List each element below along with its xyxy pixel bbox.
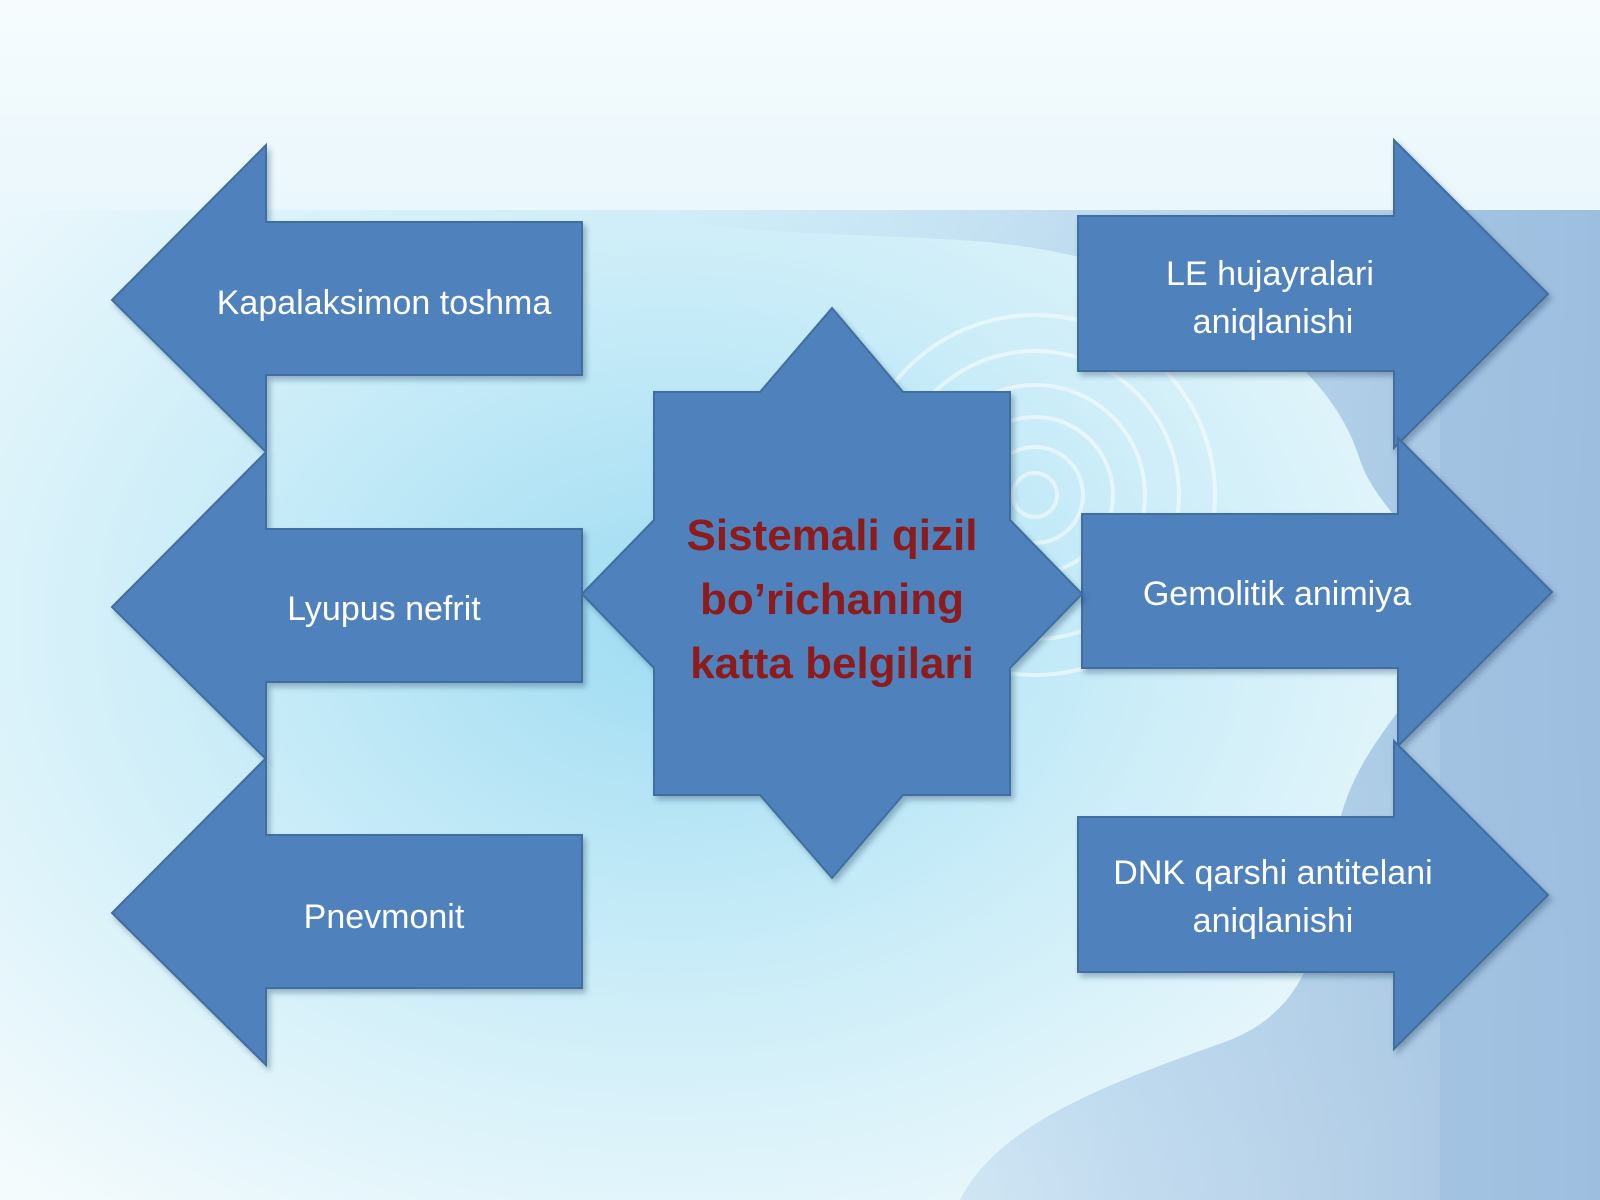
left-arrow-1-label: Kapalaksimon toshma xyxy=(217,284,552,322)
right-arrow-2-label: Gemolitik animiya xyxy=(1143,575,1411,613)
right-arrow-3-label-line-2: aniqlanishi xyxy=(1193,902,1354,940)
right-arrow-3-label-line-1: DNK qarshi antitelani xyxy=(1113,854,1432,892)
right-arrow-1-label-line-1: LE hujayralari xyxy=(1166,255,1374,293)
center-line-3: katta belgilari xyxy=(690,639,974,688)
right-arrow-1-label-line-2: aniqlanishi xyxy=(1193,303,1354,341)
right-arrow-3 xyxy=(1077,738,1550,1052)
center-star xyxy=(580,306,1084,880)
left-arrow-2 xyxy=(110,449,583,762)
right-arrow-1 xyxy=(1077,137,1550,451)
center-title: Sistemali qizil bo’richaning katta belgi… xyxy=(687,511,978,688)
center-line-1: Sistemali qizil xyxy=(687,511,978,560)
right-arrow-2 xyxy=(1081,435,1554,749)
left-arrow-1 xyxy=(110,142,583,455)
left-arrow-3-label: Pnevmonit xyxy=(304,898,465,936)
center-line-2: bo’richaning xyxy=(700,575,964,624)
left-arrow-2-label: Lyupus nefrit xyxy=(287,590,481,628)
left-arrow-3 xyxy=(110,755,583,1068)
